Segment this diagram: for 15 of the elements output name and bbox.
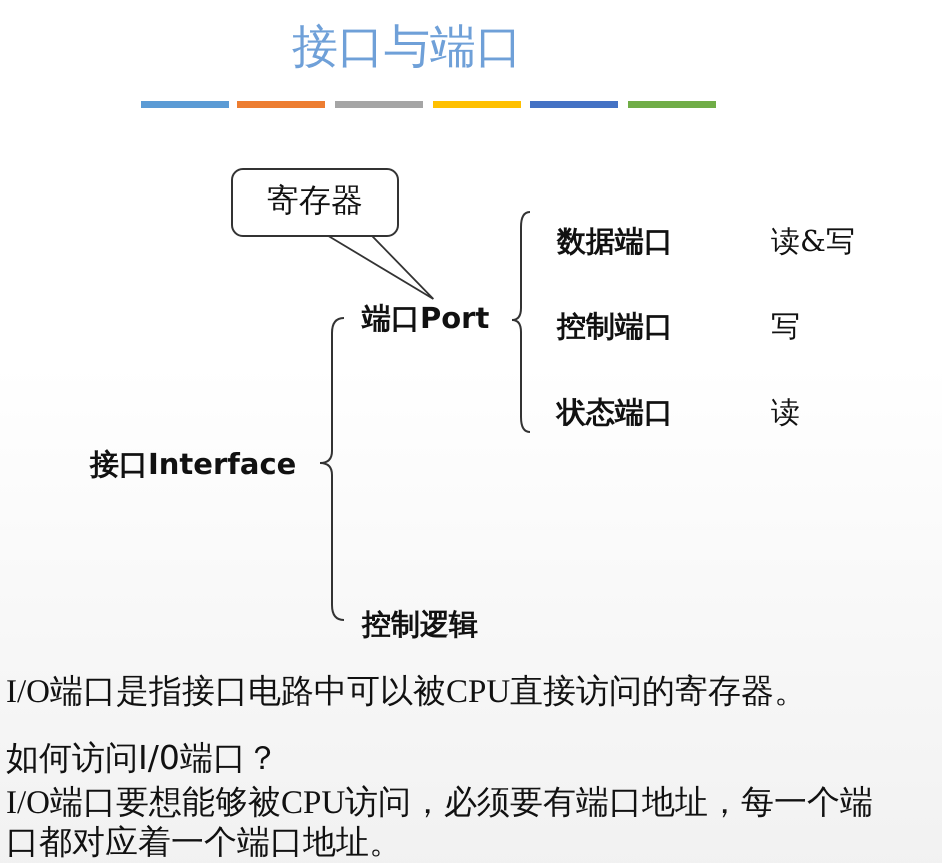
note-text: I/O端口要想能够被CPU访问，必须要有端口地址，每一个端口都对应着一个端口地址。 [6, 784, 874, 863]
access-note: 读 [771, 394, 800, 431]
access-note: 写 [771, 308, 800, 345]
node-label: 控制端口 [557, 307, 703, 345]
node-label: 数据端口 [557, 222, 703, 260]
node-label: 接口Interface [90, 445, 300, 483]
node-label: 状态端口 [557, 393, 703, 431]
callout-tail [328, 235, 434, 300]
title: 接口与端口 [292, 18, 522, 74]
callout-bubble: 寄存器 [231, 168, 399, 237]
node-label: 端口Port [362, 299, 502, 337]
access-note: 读&写 [771, 223, 855, 260]
node-label: 控制逻辑 [362, 605, 512, 643]
question-text: 如何访问I/0端口？ [6, 738, 280, 778]
note-text: I/O端口是指接口电路中可以被CPU直接访问的寄存器。 [6, 673, 808, 712]
